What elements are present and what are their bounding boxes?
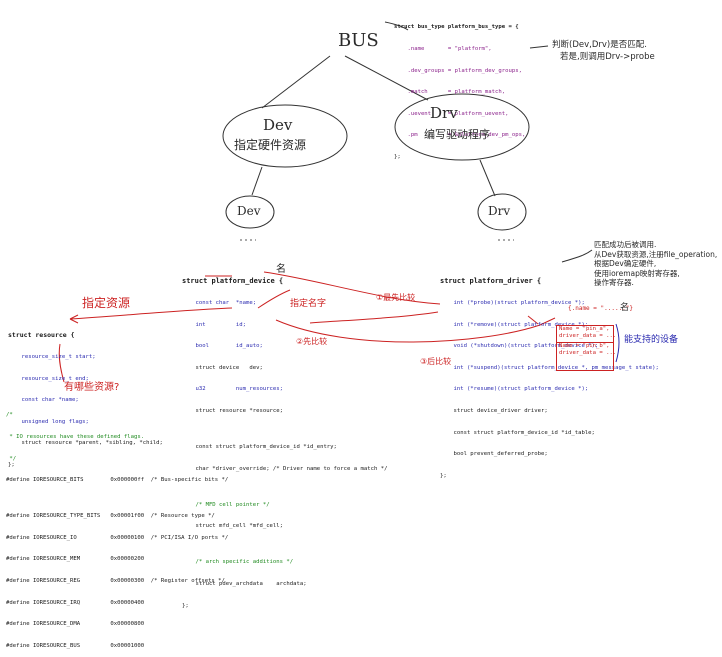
code-line: .dev_groups = platform_dev_groups, bbox=[394, 67, 522, 74]
drv-label: Drv bbox=[430, 104, 458, 122]
bus-type-code: struct bus_type platform_bus_type = { .n… bbox=[394, 10, 525, 168]
code-line: void (*shutdown)(struct platform_device … bbox=[440, 343, 599, 350]
probe-note-line: 使用ioremap映射寄存器, bbox=[594, 268, 680, 278]
code-line: resource_size_t end; bbox=[8, 375, 89, 382]
code-line: int (*probe)(struct platform_device *); bbox=[440, 300, 585, 307]
which-resources-note: 有哪些资源? bbox=[64, 382, 120, 393]
code-line: #define IORESOURCE_IRQ 0x00000400 bbox=[6, 599, 145, 606]
id-table-line: driver_data = ... bbox=[559, 350, 617, 356]
code-line: struct resource *parent, *sibling, *chil… bbox=[8, 440, 163, 447]
compare-note-3: ③后比较 bbox=[420, 357, 452, 366]
drv-ellipse bbox=[394, 93, 530, 161]
dev-label: Dev bbox=[263, 116, 293, 134]
code-line: int (*remove)(struct platform_device *); bbox=[440, 321, 589, 328]
code-line: }; bbox=[8, 462, 15, 469]
probe-note-line: 从Dev获取资源,注册file_operation, bbox=[594, 249, 718, 259]
compare-line-3 bbox=[275, 317, 556, 343]
match-arrow bbox=[529, 45, 549, 49]
code-line: */ bbox=[6, 455, 17, 462]
code-line: char *driver_override; /* Driver name to… bbox=[182, 465, 388, 472]
drv-down-line bbox=[479, 159, 496, 197]
override-note: 指定名字 bbox=[290, 299, 327, 309]
driver-name-note: 名 bbox=[620, 303, 630, 313]
code-line: resource_size_t start; bbox=[8, 354, 96, 361]
probe-note-line: 根据Dev确定硬件, bbox=[594, 259, 657, 269]
id-table-line: Name = "pin_b", bbox=[557, 342, 613, 350]
diagram-lines bbox=[58, 21, 620, 383]
code-line: struct resource { bbox=[8, 331, 75, 340]
resource-note: 指定资源 bbox=[82, 296, 131, 310]
code-line: #define IORESOURCE_BUS 0x00001000 bbox=[6, 642, 145, 649]
compare-line-1 bbox=[263, 271, 441, 305]
code-line: struct bus_type platform_bus_type = { bbox=[394, 24, 519, 31]
code-line: #define IORESOURCE_IO 0x00000100 /* PCI/… bbox=[6, 534, 229, 541]
driver-name-box: {.name = "......"} bbox=[568, 305, 634, 312]
dev-desc: 指定硬件资源 bbox=[234, 138, 307, 152]
drv-small-circle bbox=[477, 193, 527, 231]
probe-note-line: 匹配成功后被调用. bbox=[594, 240, 657, 249]
code-line: .match = platform_match, bbox=[394, 89, 506, 96]
id-table-line: driver_data = ... bbox=[559, 333, 617, 339]
bus-to-dev-line bbox=[261, 55, 331, 109]
defines-code: /* * IO resources have these defined fla… bbox=[6, 398, 228, 657]
id-table-line: Name = "pin_a", bbox=[559, 326, 610, 332]
code-line: const char *name; bbox=[8, 397, 79, 404]
code-line: int (*suspend)(struct platform_device *,… bbox=[440, 364, 659, 371]
code-line: #define IORESOURCE_REG 0x00000300 /* Reg… bbox=[6, 578, 225, 585]
probe-notes: 匹配成功后被调用. 从Dev获取资源,注册file_operation, 根据D… bbox=[594, 240, 717, 288]
code-line: .uevent = platform_uevent, bbox=[394, 110, 509, 117]
code-line: const struct platform_device_id *id_entr… bbox=[182, 444, 337, 451]
code-line: const struct platform_device_id *id_tabl… bbox=[440, 429, 595, 436]
code-line: #define IORESOURCE_TYPE_BITS 0x00001f00 … bbox=[6, 513, 215, 520]
dev-small-label: Dev bbox=[237, 204, 261, 218]
code-line: int id; bbox=[182, 321, 246, 328]
code-line: bool id_auto; bbox=[182, 343, 263, 350]
code-line: u32 num_resources; bbox=[182, 386, 284, 393]
code-line: struct device_driver driver; bbox=[440, 408, 548, 415]
code-line: /* bbox=[6, 412, 13, 419]
compare-note-2: ②先比较 bbox=[296, 337, 328, 346]
bus-to-drv-line bbox=[344, 55, 429, 101]
code-line: #define IORESOURCE_DMA 0x00000800 bbox=[6, 621, 145, 628]
code-line: unsigned long flags; bbox=[8, 418, 89, 425]
drv-desc: 编写驱动程序 bbox=[424, 128, 490, 141]
code-line: struct resource *resource; bbox=[182, 408, 284, 415]
supported-devs-note: 能支持的设备 bbox=[624, 335, 679, 345]
code-line: struct device dev; bbox=[182, 364, 263, 371]
match-note-2: 若是,则调用Drv->probe bbox=[560, 52, 655, 62]
compare-note-1: ①最先比较 bbox=[376, 293, 416, 302]
code-line: int (*resume)(struct platform_device *); bbox=[440, 386, 589, 393]
code-line: .name = "platform", bbox=[394, 46, 492, 53]
code-line: * IO resources have these defined flags. bbox=[6, 434, 145, 441]
probe-note-line: 操作寄存器. bbox=[594, 278, 634, 288]
bus-label: BUS bbox=[338, 30, 379, 51]
dev-down-line bbox=[251, 166, 263, 196]
bus-to-code-line bbox=[384, 21, 409, 31]
code-line: bool prevent_deferred_probe; bbox=[440, 451, 548, 458]
resource-code: struct resource { resource_size_t start;… bbox=[8, 318, 163, 476]
dev-ellipse bbox=[222, 104, 348, 168]
code-line: .pm = &platform_dev_pm_ops, bbox=[394, 132, 526, 139]
platform-driver-code: struct platform_driver { int (*probe)(st… bbox=[440, 264, 659, 487]
code-line: const char *name; bbox=[182, 300, 257, 307]
code-line: #define IORESOURCE_BITS 0x000000ff /* Bu… bbox=[6, 477, 229, 484]
code-line: struct platform_device { bbox=[182, 277, 284, 286]
code-line: #define IORESOURCE_MEM 0x00000200 bbox=[6, 556, 145, 563]
code-line: }; bbox=[394, 154, 401, 161]
id-table-box: Name = "pin_a", driver_data = ... Name =… bbox=[556, 325, 617, 371]
match-note-1: 判断(Dev,Drv)是否匹配. bbox=[552, 40, 647, 50]
code-line: }; bbox=[440, 472, 447, 479]
drv-small-label: Drv bbox=[488, 204, 511, 218]
dev-small-circle bbox=[225, 195, 275, 229]
compare-line-2 bbox=[309, 311, 439, 324]
device-name-note: 名 bbox=[276, 264, 286, 275]
code-line: struct platform_driver { bbox=[440, 277, 542, 286]
